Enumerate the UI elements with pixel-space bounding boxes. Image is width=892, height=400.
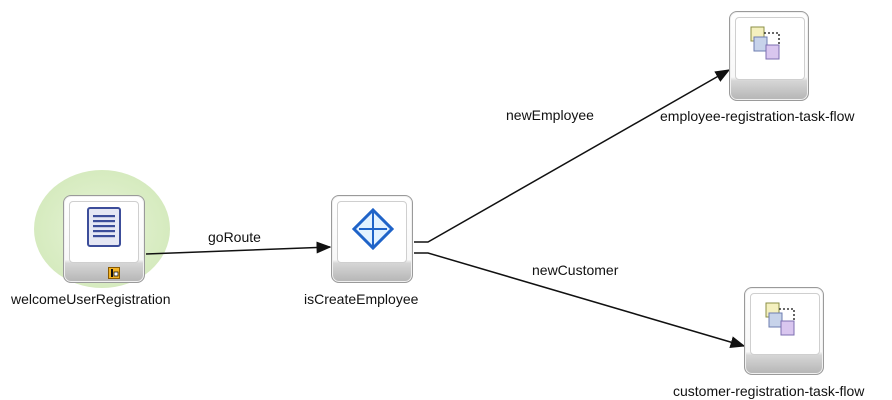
edge-label-new-customer: newCustomer [532,262,619,278]
edge-label-new-employee: newEmployee [506,107,594,123]
edge-label-go-route: goRoute [208,229,261,245]
edge-goRoute[interactable] [145,241,332,255]
node-label-welcome-user-registration: welcomeUserRegistration [11,291,171,307]
diamond-router-icon [352,208,394,250]
node-employee-registration-task-flow[interactable] [729,11,809,101]
node-welcome-user-registration[interactable] [63,195,145,283]
edge-newCustomer[interactable] [414,252,746,348]
node-is-create-employee[interactable] [331,195,413,283]
node-label-employee-registration-task-flow: employee-registration-task-flow [660,108,855,124]
task-flow-call-icon [765,302,795,336]
node-customer-registration-task-flow[interactable] [744,287,824,375]
default-activity-badge-icon [108,267,120,279]
node-face [69,201,139,263]
node-label-is-create-employee: isCreateEmployee [304,291,419,307]
node-label-customer-registration-task-flow: customer-registration-task-flow [673,383,865,399]
edge-newEmployee[interactable] [414,69,731,243]
task-flow-call-icon [750,26,780,60]
document-page-icon [87,207,121,247]
